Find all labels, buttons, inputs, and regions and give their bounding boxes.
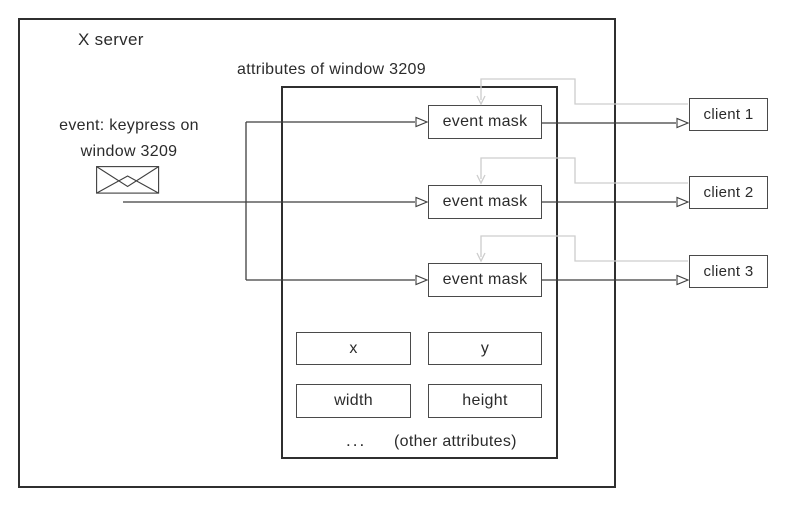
attribute-box-x: x: [296, 332, 411, 365]
window-attributes-box: [281, 86, 558, 459]
attributes-title: attributes of window 3209: [237, 61, 426, 78]
arrow-into-client-3: [676, 274, 690, 286]
event-caption-line2: window 3209: [80, 143, 178, 160]
event-caption-line1: event: keypress on: [59, 117, 199, 134]
event-caption: event: keypress on window 3209: [44, 113, 214, 165]
attribute-box-width: width: [296, 384, 411, 418]
other-attributes-label: (other attributes): [394, 433, 517, 450]
ellipsis-label: ...: [346, 431, 367, 450]
arrow-into-client-1: [676, 117, 690, 129]
client-1-box: client 1: [689, 98, 768, 131]
event-mask-box-3: event mask: [428, 263, 542, 297]
event-mask-box-2: event mask: [428, 185, 542, 219]
client-3-box: client 3: [689, 255, 768, 288]
arrow-into-client-2: [676, 196, 690, 208]
x-server-label: X server: [78, 30, 144, 49]
attribute-box-height: height: [428, 384, 542, 418]
attribute-box-y: y: [428, 332, 542, 365]
event-mask-box-1: event mask: [428, 105, 542, 139]
client-2-box: client 2: [689, 176, 768, 209]
